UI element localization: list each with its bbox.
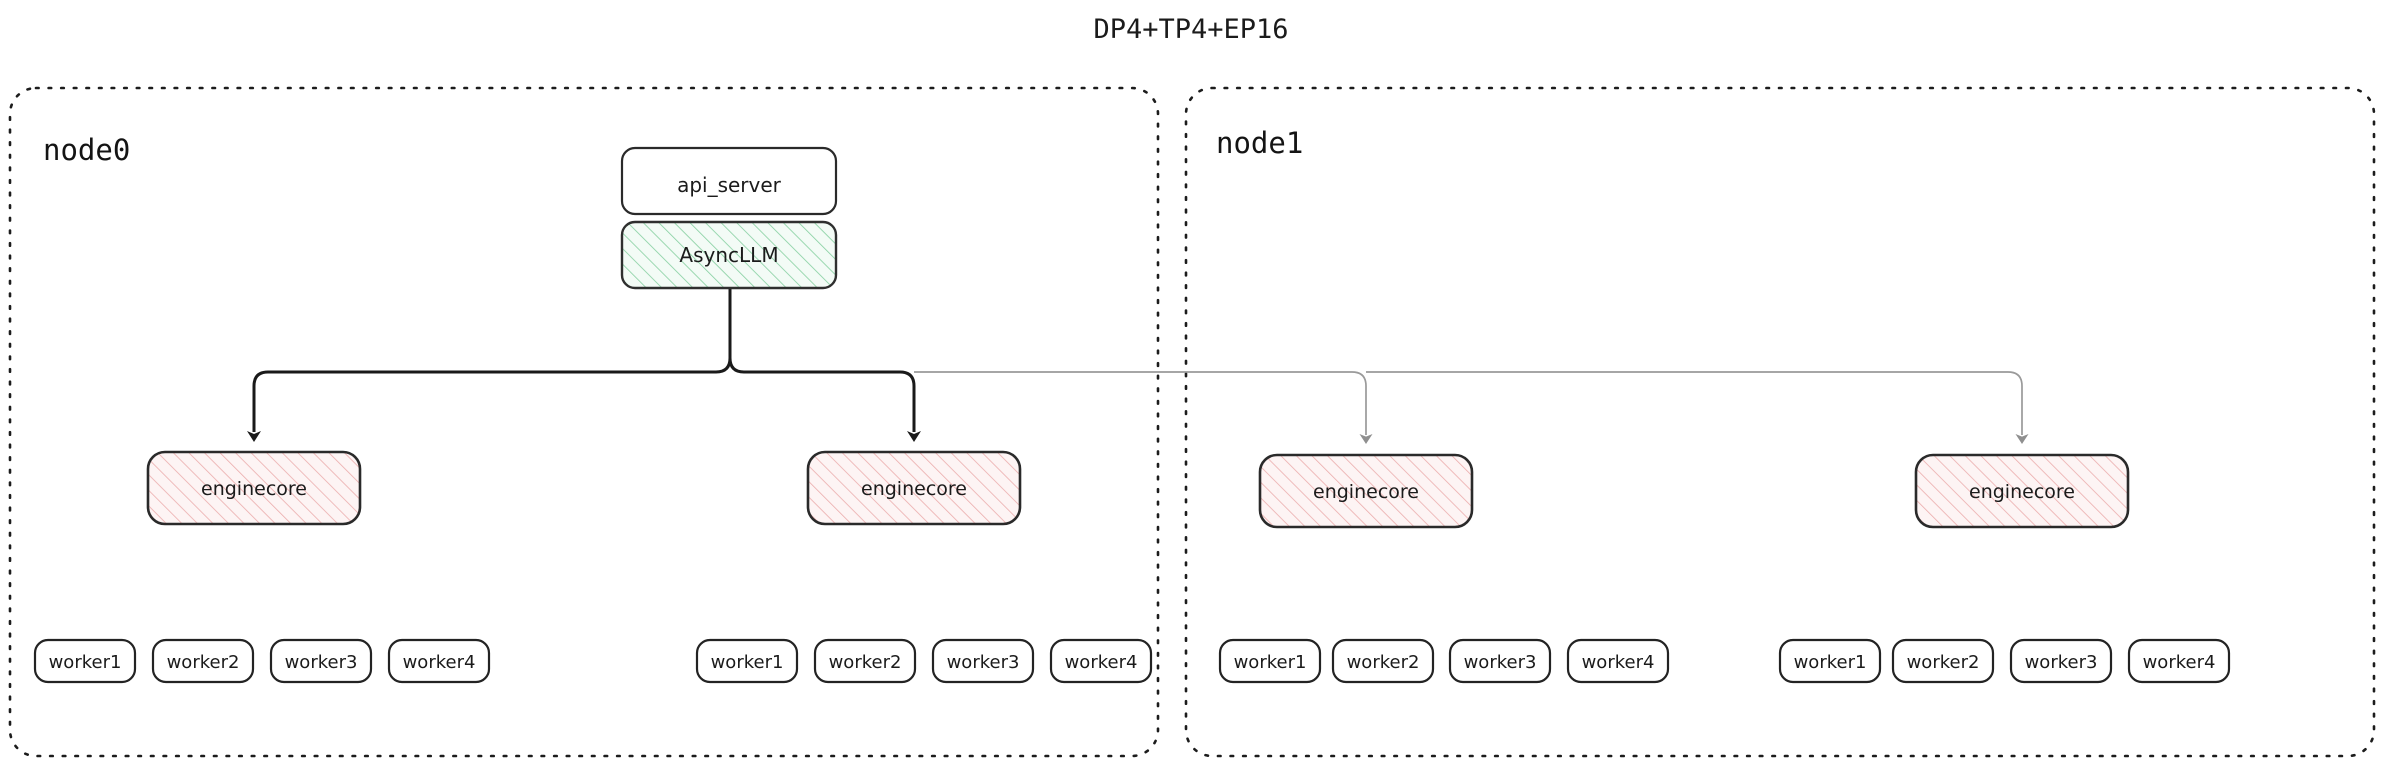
worker-box-node1-1-3[interactable]	[2009, 638, 2113, 684]
edge-trunk-down-left	[715, 285, 732, 374]
worker-box-node1-0-2[interactable]	[1331, 638, 1435, 684]
worker-label-node1-0-1: worker1	[1234, 652, 1307, 673]
enginecore-box-node1-1[interactable]	[1914, 453, 2130, 529]
worker-label-node1-0-2: worker2	[1347, 652, 1420, 673]
page-title: DP4+TP4+EP16	[1093, 14, 1288, 45]
worker-label-node1-0-4: worker4	[1582, 652, 1655, 673]
enginecore-box-node1-0[interactable]	[1258, 453, 1474, 529]
worker-label-node1-1-3: worker3	[2025, 652, 2098, 673]
enginecore-label-node1-1: enginecore	[1969, 481, 2075, 503]
node-container-node1	[1184, 86, 2376, 758]
worker-label-node0-0-3: worker3	[285, 652, 358, 673]
worker-label-node1-1-4: worker4	[2143, 652, 2216, 673]
worker-label-node0-1-1: worker1	[711, 652, 784, 673]
worker-box-node0-1-2[interactable]	[813, 638, 917, 684]
worker-label-node0-0-2: worker2	[167, 652, 240, 673]
worker-box-node0-1-4[interactable]	[1049, 638, 1153, 684]
node-label-node0: node0	[43, 133, 130, 167]
async-llm-box[interactable]	[620, 220, 838, 290]
worker-label-node0-0-4: worker4	[403, 652, 476, 673]
worker-group-node1-1: worker1 worker2 worker3 worker4	[1778, 638, 2231, 684]
worker-group-node1-0: worker1 worker2 worker3 worker4	[1218, 638, 1670, 684]
node-container-node0	[8, 86, 1160, 758]
api-server-box[interactable]	[620, 146, 838, 216]
enginecore-box-node0-1[interactable]	[806, 450, 1022, 526]
worker-group-node0-0: worker1 worker2 worker3 worker4	[33, 638, 491, 684]
worker-label-node1-1-1: worker1	[1794, 652, 1867, 673]
worker-label-node1-0-3: worker3	[1464, 652, 1537, 673]
enginecore-label-node0-0: enginecore	[201, 478, 307, 500]
worker-label-node0-1-4: worker4	[1065, 652, 1138, 673]
worker-label-node1-1-2: worker2	[1907, 652, 1980, 673]
worker-label-node0-1-3: worker3	[947, 652, 1020, 673]
async-llm-label: AsyncLLM	[679, 243, 778, 267]
worker-box-node0-0-2[interactable]	[151, 638, 255, 684]
api-server-label: api_server	[677, 173, 782, 197]
edge-trunk-down	[728, 285, 745, 374]
worker-box-node1-1-2[interactable]	[1891, 638, 1995, 684]
worker-box-node1-1-4[interactable]	[2127, 638, 2231, 684]
worker-box-node0-0-4[interactable]	[387, 638, 491, 684]
edge-asyncllm-to-node0-engine1	[744, 370, 921, 442]
worker-group-node0-1: worker1 worker2 worker3 worker4	[695, 638, 1153, 684]
worker-label-node0-1-2: worker2	[829, 652, 902, 673]
enginecore-label-node0-1: enginecore	[861, 478, 967, 500]
worker-box-node1-0-1[interactable]	[1218, 638, 1322, 684]
worker-box-node0-1-1[interactable]	[695, 638, 799, 684]
edge-asyncllm-to-node1-engine0	[914, 371, 1373, 444]
worker-box-node1-0-4[interactable]	[1566, 638, 1670, 684]
node-label-node1: node1	[1216, 126, 1303, 160]
worker-box-node1-1-1[interactable]	[1778, 638, 1882, 684]
edge-asyncllm-to-node1-engine1	[1366, 371, 2029, 444]
worker-box-node0-0-1[interactable]	[33, 638, 137, 684]
enginecore-label-node1-0: enginecore	[1313, 481, 1419, 503]
worker-box-node1-0-3[interactable]	[1448, 638, 1552, 684]
enginecore-box-node0-0[interactable]	[146, 450, 362, 526]
worker-label-node0-0-1: worker1	[49, 652, 122, 673]
worker-box-node0-0-3[interactable]	[269, 638, 373, 684]
worker-box-node0-1-3[interactable]	[931, 638, 1035, 684]
edge-asyncllm-to-node0-engine0	[247, 370, 716, 442]
